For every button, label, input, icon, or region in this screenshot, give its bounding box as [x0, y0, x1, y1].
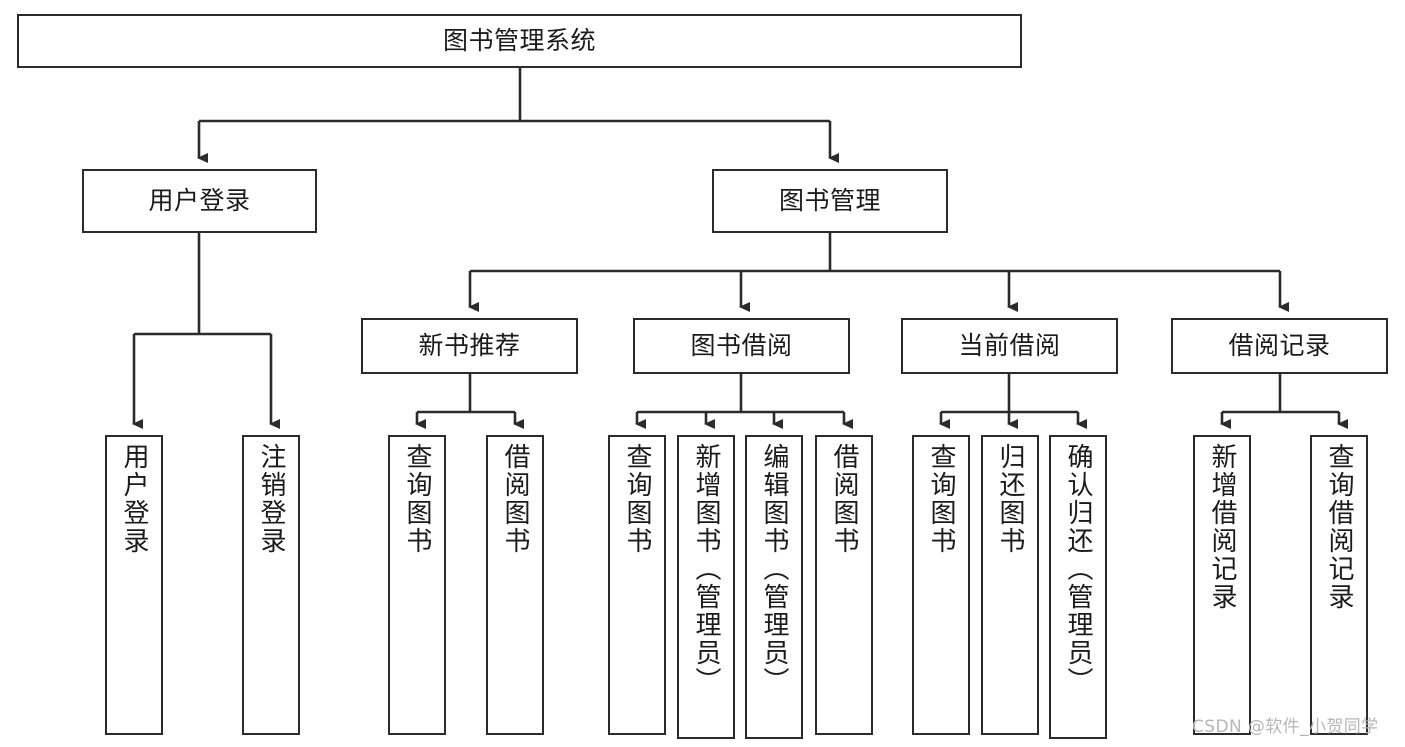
node-label: 图书借阅	[690, 330, 793, 360]
node-root-book-management-system[interactable]: 图书管理系统	[17, 14, 1022, 68]
node-label: 查询图书	[926, 443, 956, 555]
node-label: 新增图书（管理员）	[691, 443, 721, 695]
node-leaf-user-login[interactable]: 用户登录	[105, 435, 163, 735]
node-label: 借阅图书	[829, 443, 859, 555]
node-leaf-logout-login[interactable]: 注销登录	[242, 435, 300, 735]
node-leaf-query-borrow-record[interactable]: 查询借阅记录	[1310, 435, 1368, 735]
node-label: 当前借阅	[958, 330, 1061, 360]
node-new-book-recommend[interactable]: 新书推荐	[361, 318, 578, 374]
node-leaf-query-book-recommend[interactable]: 查询图书	[388, 435, 446, 735]
node-leaf-return-book[interactable]: 归还图书	[981, 435, 1039, 735]
node-borrow-record[interactable]: 借阅记录	[1171, 318, 1388, 374]
node-leaf-add-book-admin[interactable]: 新增图书（管理员）	[677, 435, 735, 739]
node-book-borrow[interactable]: 图书借阅	[633, 318, 850, 374]
node-label: 新书推荐	[418, 330, 521, 360]
node-label: 用户登录	[148, 185, 251, 215]
node-label: 查询图书	[622, 443, 652, 555]
node-label: 编辑图书（管理员）	[759, 443, 789, 695]
node-label: 图书管理系统	[442, 25, 596, 55]
node-book-management[interactable]: 图书管理	[712, 169, 948, 233]
node-leaf-query-book-borrow[interactable]: 查询图书	[608, 435, 666, 735]
node-label: 借阅记录	[1228, 330, 1331, 360]
node-label: 注销登录	[256, 443, 286, 555]
node-label: 确认归还（管理员）	[1063, 443, 1093, 695]
node-label: 查询图书	[402, 443, 432, 555]
node-label: 查询借阅记录	[1324, 443, 1354, 611]
node-label: 借阅图书	[500, 443, 530, 555]
node-label: 图书管理	[778, 185, 881, 215]
node-leaf-add-borrow-record[interactable]: 新增借阅记录	[1193, 435, 1251, 735]
node-leaf-borrow-book[interactable]: 借阅图书	[815, 435, 873, 735]
node-leaf-query-book-current[interactable]: 查询图书	[912, 435, 970, 735]
node-leaf-confirm-return-admin[interactable]: 确认归还（管理员）	[1049, 435, 1107, 739]
node-label: 用户登录	[119, 443, 149, 555]
node-label: 新增借阅记录	[1207, 443, 1237, 611]
node-leaf-borrow-book-recommend[interactable]: 借阅图书	[486, 435, 544, 735]
node-user-login[interactable]: 用户登录	[82, 169, 317, 233]
node-current-borrow[interactable]: 当前借阅	[901, 318, 1118, 374]
node-leaf-edit-book-admin[interactable]: 编辑图书（管理员）	[745, 435, 803, 739]
node-label: 归还图书	[995, 443, 1025, 555]
